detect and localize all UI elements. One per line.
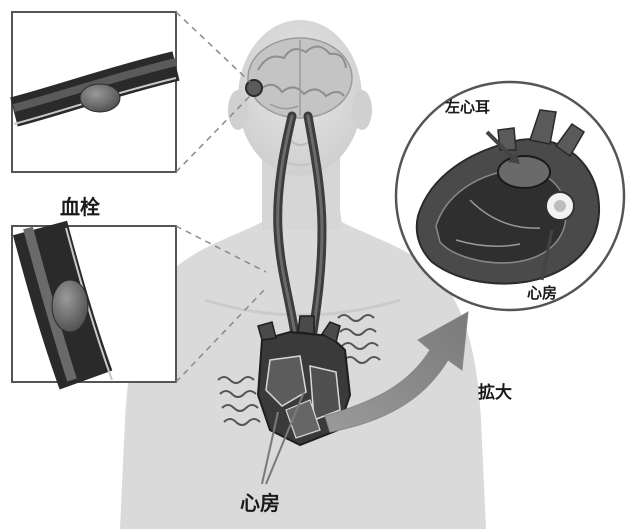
- label-thrombus: 血栓: [60, 195, 100, 219]
- vessel-magnifier-bottom: [12, 226, 176, 382]
- thrombus-top: [80, 84, 120, 112]
- label-atrium-bottom: 心房: [240, 491, 280, 515]
- brain-clot-marker: [246, 80, 262, 96]
- enlarged-heart-inset: [396, 82, 624, 310]
- label-atrium-inset: 心房: [527, 284, 557, 302]
- vessel-magnifier-top: [12, 12, 176, 172]
- label-enlarge: 拡大: [478, 382, 512, 403]
- brain: [246, 38, 352, 118]
- thrombus-bottom: [52, 280, 88, 332]
- label-left-atrial-appendage: 左心耳: [444, 98, 490, 116]
